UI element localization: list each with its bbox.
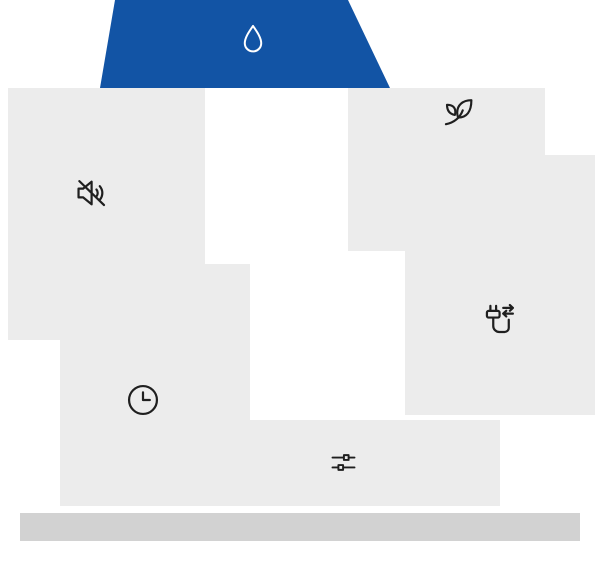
sliders-icon <box>327 446 360 479</box>
water-drop-icon <box>236 21 270 62</box>
footer-bar <box>20 513 580 541</box>
speaker-mute-icon <box>73 174 111 212</box>
clock-icon <box>124 381 162 419</box>
leaf-icon <box>439 94 476 131</box>
tile-right <box>405 155 595 415</box>
tile-bottom-center <box>205 420 500 506</box>
power-connector-sync-icon <box>479 303 517 341</box>
accent-banner <box>100 0 390 88</box>
